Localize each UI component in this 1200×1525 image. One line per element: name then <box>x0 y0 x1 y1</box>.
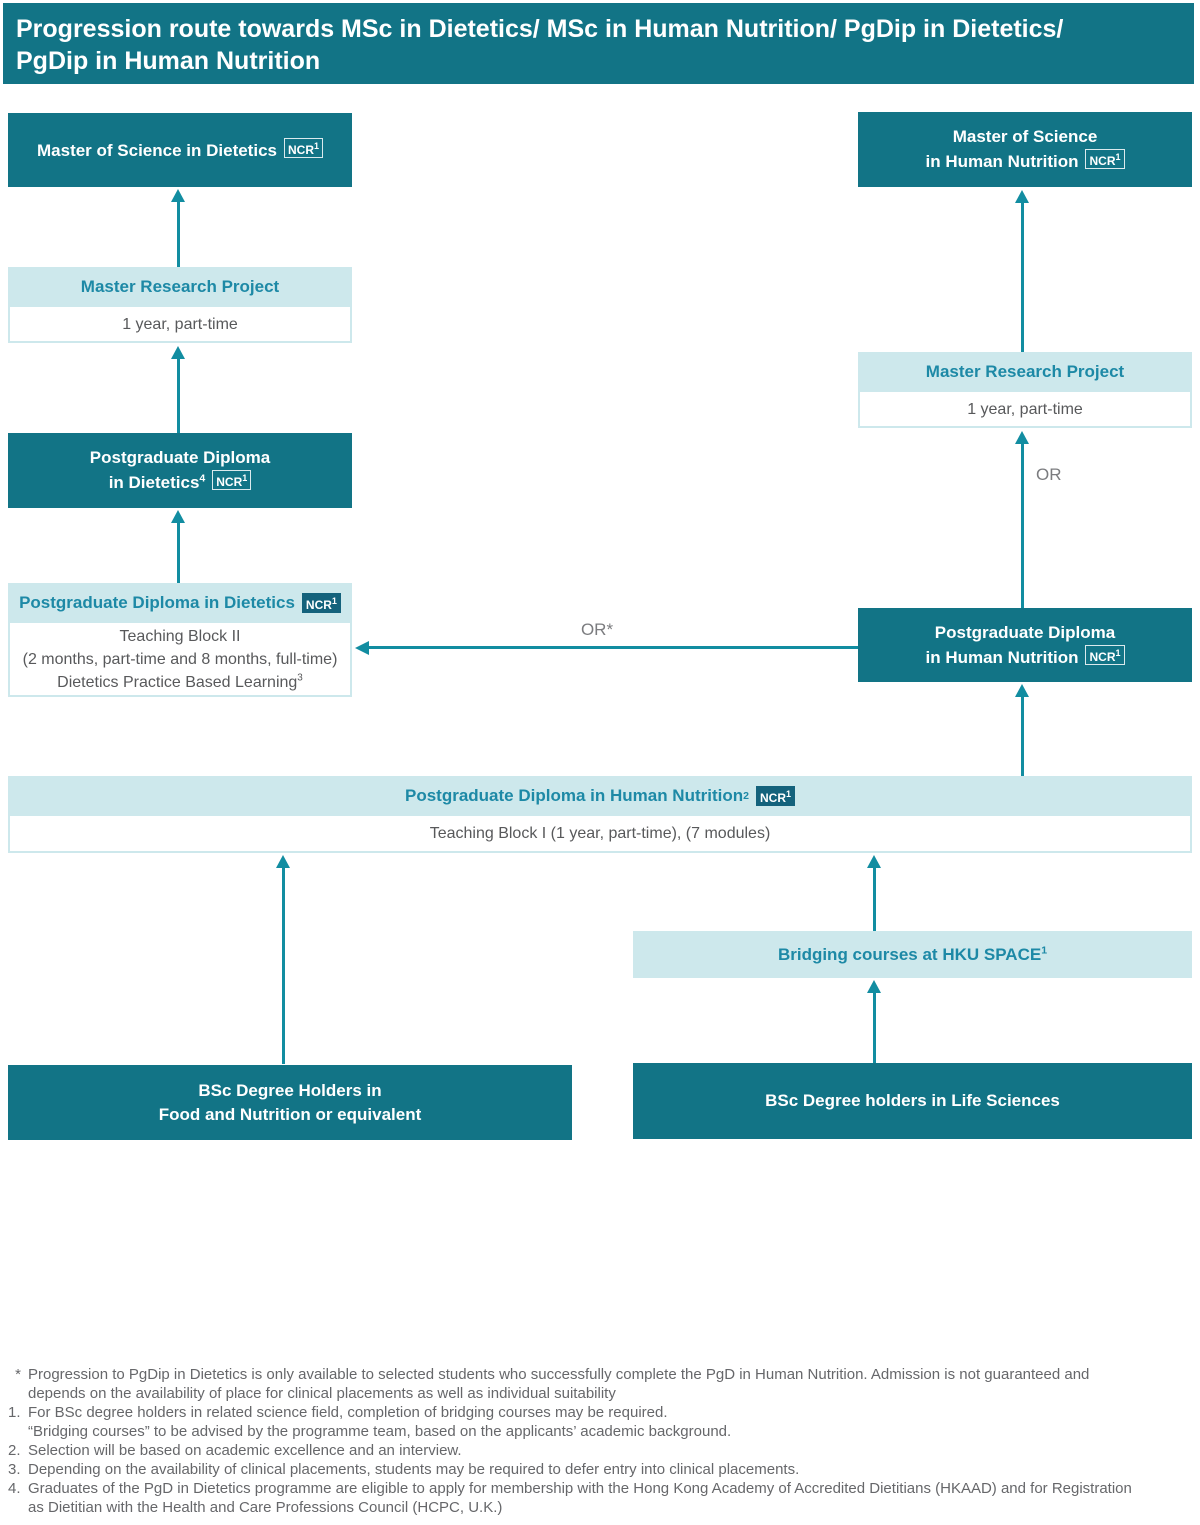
arrow-bridging-to-wide-line <box>873 867 876 931</box>
node-mrp-left-title: Master Research Project <box>8 267 352 307</box>
footnote-text: Selection will be based on academic exce… <box>28 1442 462 1459</box>
or-horizontal-label: OR* <box>580 620 614 639</box>
page-title: Progression route towards MSc in Dieteti… <box>3 3 1194 84</box>
node-pgdip-hn-teaching-body: Teaching Block I (1 year, part-time), (7… <box>8 816 1192 853</box>
node-bsc-life-sciences: BSc Degree holders in Life Sciences <box>633 1063 1192 1139</box>
arrow-pgdiphn-to-mrp-right-line <box>1021 443 1024 608</box>
node-bsc-food-nutrition-line2: Food and Nutrition or equivalent <box>158 1104 422 1124</box>
node-mrp-left: Master Research Project 1 year, part-tim… <box>8 267 352 343</box>
arrow-pgdip-lower-to-upper-line <box>177 522 180 583</box>
footnote-text: For BSc degree holders in related scienc… <box>28 1404 732 1440</box>
arrow-pgdiphn-to-mrp-right-head <box>1015 431 1029 444</box>
footnote-marker: 3. <box>8 1461 21 1478</box>
footnote-3: 3. Depending on the availability of clin… <box>8 1460 1190 1479</box>
ncr-badge: NCR1 <box>301 593 341 613</box>
arrow-bscfood-to-wide-line <box>282 867 285 1064</box>
arrow-bridging-to-wide-head <box>867 855 881 868</box>
arrow-pgdiphn-to-pgdipdiet-head <box>355 641 369 655</box>
arrow-wide-to-pgdiphn-head <box>1015 684 1029 697</box>
node-bsc-food-nutrition: BSc Degree Holders in Food and Nutrition… <box>8 1065 572 1140</box>
node-msc-human-nutrition-line1: Master of Science <box>952 127 1098 146</box>
footnote-text: Depending on the availability of clinica… <box>28 1461 800 1478</box>
node-pgdip-human-nutrition-line1: Postgraduate Diploma <box>934 622 1116 642</box>
node-mrp-right: Master Research Project 1 year, part-tim… <box>858 352 1192 428</box>
arrow-bscfood-to-wide-head <box>276 855 290 868</box>
arrow-pgdiphn-to-pgdipdiet-line <box>368 646 858 649</box>
ncr-badge: NCR1 <box>755 786 795 806</box>
arrow-mrp-right-to-msc-hn-head <box>1015 190 1029 203</box>
footnote-marker: 4. <box>8 1480 21 1497</box>
footnote-text: Progression to PgDip in Dietetics is onl… <box>28 1366 1090 1402</box>
footnotes: * Progression to PgDip in Dietetics is o… <box>8 1365 1190 1517</box>
footnote-asterisk: * Progression to PgDip in Dietetics is o… <box>8 1365 1190 1403</box>
arrow-mrp-right-to-msc-hn-line <box>1021 202 1024 352</box>
footnote-1: 1. For BSc degree holders in related sci… <box>8 1403 1190 1441</box>
footnote-marker: 1. <box>8 1404 21 1421</box>
footnote-2: 2. Selection will be based on academic e… <box>8 1441 1190 1460</box>
ncr-badge: NCR1 <box>1085 149 1125 169</box>
node-mrp-left-body: 1 year, part-time <box>8 307 352 343</box>
node-bridging-courses-title: Bridging courses at HKU SPACE1 <box>777 943 1048 964</box>
teaching-block-2-line3: Dietetics Practice Based Learning3 <box>57 672 303 691</box>
page-title-line2: PgDip in Human Nutrition <box>16 47 321 75</box>
footnote-marker: * <box>15 1366 21 1383</box>
arrow-pgdip4-to-mrp-left-head <box>171 346 185 359</box>
ncr-badge: NCR1 <box>212 470 252 490</box>
ncr-badge: NCR1 <box>283 137 323 158</box>
arrow-mrp-left-to-msc-dietetics-line <box>177 201 180 267</box>
arrow-pgdip-lower-to-upper-head <box>171 510 185 523</box>
footnote-4: 4. Graduates of the PgD in Dietetics pro… <box>8 1479 1190 1517</box>
arrow-mrp-left-to-msc-dietetics-head <box>171 189 185 202</box>
footnote-text: Graduates of the PgD in Dietetics progra… <box>28 1480 1132 1516</box>
node-mrp-right-title: Master Research Project <box>858 352 1192 392</box>
node-mrp-right-body: 1 year, part-time <box>858 392 1192 428</box>
page-title-line1: Progression route towards MSc in Dieteti… <box>16 15 1064 43</box>
node-bridging-courses: Bridging courses at HKU SPACE1 <box>633 931 1192 978</box>
ncr-badge: NCR1 <box>1085 644 1125 665</box>
teaching-block-2-line1: Teaching Block II <box>119 627 241 645</box>
node-bsc-food-nutrition-line1: BSc Degree Holders in <box>198 1080 382 1100</box>
arrow-bsclife-to-bridging-line <box>873 992 876 1063</box>
arrow-wide-to-pgdiphn-line <box>1021 696 1024 776</box>
arrow-pgdip4-to-mrp-left-line <box>177 358 180 433</box>
teaching-block-2-line2: (2 months, part-time and 8 months, full-… <box>22 650 338 668</box>
arrow-bsclife-to-bridging-head <box>867 980 881 993</box>
node-pgdip-dietetics-lower-body: Teaching Block II (2 months, part-time a… <box>8 623 352 697</box>
node-bsc-life-sciences-title: BSc Degree holders in Life Sciences <box>765 1091 1060 1110</box>
node-pgdip-dietetics-upper-line1: Postgraduate Diploma <box>89 448 271 467</box>
footnote-marker: 2. <box>8 1442 21 1459</box>
or-vertical-label: OR <box>1036 465 1062 484</box>
